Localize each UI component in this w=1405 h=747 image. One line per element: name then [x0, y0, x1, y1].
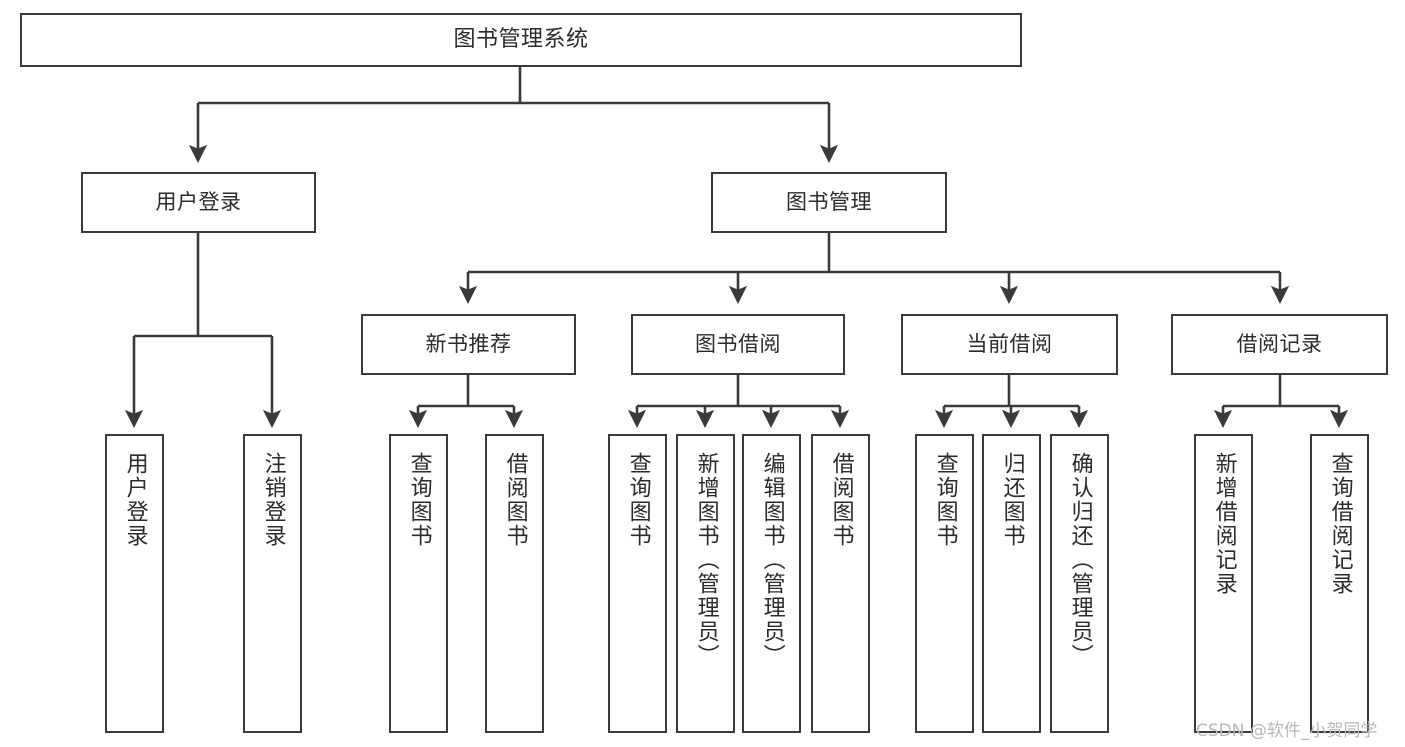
node-label: 图书管理 — [786, 190, 872, 215]
node-label: 用户登录 — [122, 452, 148, 548]
node-user-login[interactable]: 用户登录 — [81, 172, 316, 233]
node-current-borrow[interactable]: 当前借阅 — [901, 314, 1118, 375]
leaf-borrow-record-query[interactable]: 查询借阅记录 — [1310, 434, 1369, 733]
node-label: 新增图书（管理员） — [693, 452, 719, 668]
node-label: 注销登录 — [260, 452, 286, 548]
node-label: 查询图书 — [932, 452, 958, 548]
node-label: 图书管理系统 — [453, 27, 589, 53]
node-label: 查询图书 — [625, 452, 651, 548]
node-new-book-recommend[interactable]: 新书推荐 — [361, 314, 576, 375]
node-label: 新增借阅记录 — [1211, 452, 1237, 596]
leaf-current-borrow-confirm-return[interactable]: 确认归还（管理员） — [1050, 434, 1109, 733]
node-label: 借阅图书 — [502, 452, 528, 548]
node-label: 查询借阅记录 — [1327, 452, 1353, 596]
node-label: 用户登录 — [155, 190, 242, 215]
leaf-book-borrow-edit[interactable]: 编辑图书（管理员） — [742, 434, 801, 733]
node-root-system[interactable]: 图书管理系统 — [20, 13, 1022, 67]
node-book-borrow[interactable]: 图书借阅 — [631, 314, 845, 375]
node-book-management[interactable]: 图书管理 — [711, 172, 947, 233]
node-label: 新书推荐 — [425, 332, 512, 357]
leaf-new-book-borrow[interactable]: 借阅图书 — [485, 434, 544, 733]
csdn-watermark: CSDN @软件_小贺同学 — [1196, 721, 1378, 741]
node-borrow-record[interactable]: 借阅记录 — [1171, 314, 1388, 375]
node-label: 借阅记录 — [1236, 332, 1323, 357]
node-label: 查询图书 — [406, 452, 432, 548]
leaf-book-borrow-borrow[interactable]: 借阅图书 — [811, 434, 870, 733]
leaf-book-borrow-add[interactable]: 新增图书（管理员） — [676, 434, 735, 733]
leaf-current-borrow-return[interactable]: 归还图书 — [982, 434, 1041, 733]
leaf-book-borrow-query[interactable]: 查询图书 — [608, 434, 667, 733]
leaf-borrow-record-add[interactable]: 新增借阅记录 — [1194, 434, 1253, 733]
node-label: 编辑图书（管理员） — [759, 452, 785, 668]
node-label: 当前借阅 — [966, 332, 1053, 357]
node-label: 图书借阅 — [695, 332, 781, 357]
leaf-new-book-query[interactable]: 查询图书 — [389, 434, 448, 733]
node-label: 确认归还（管理员） — [1067, 452, 1093, 668]
node-label: 借阅图书 — [828, 452, 854, 548]
leaf-current-borrow-query[interactable]: 查询图书 — [915, 434, 974, 733]
node-label: 归还图书 — [999, 452, 1025, 548]
leaf-user-login-login[interactable]: 用户登录 — [105, 434, 164, 733]
leaf-user-login-logout[interactable]: 注销登录 — [243, 434, 302, 733]
